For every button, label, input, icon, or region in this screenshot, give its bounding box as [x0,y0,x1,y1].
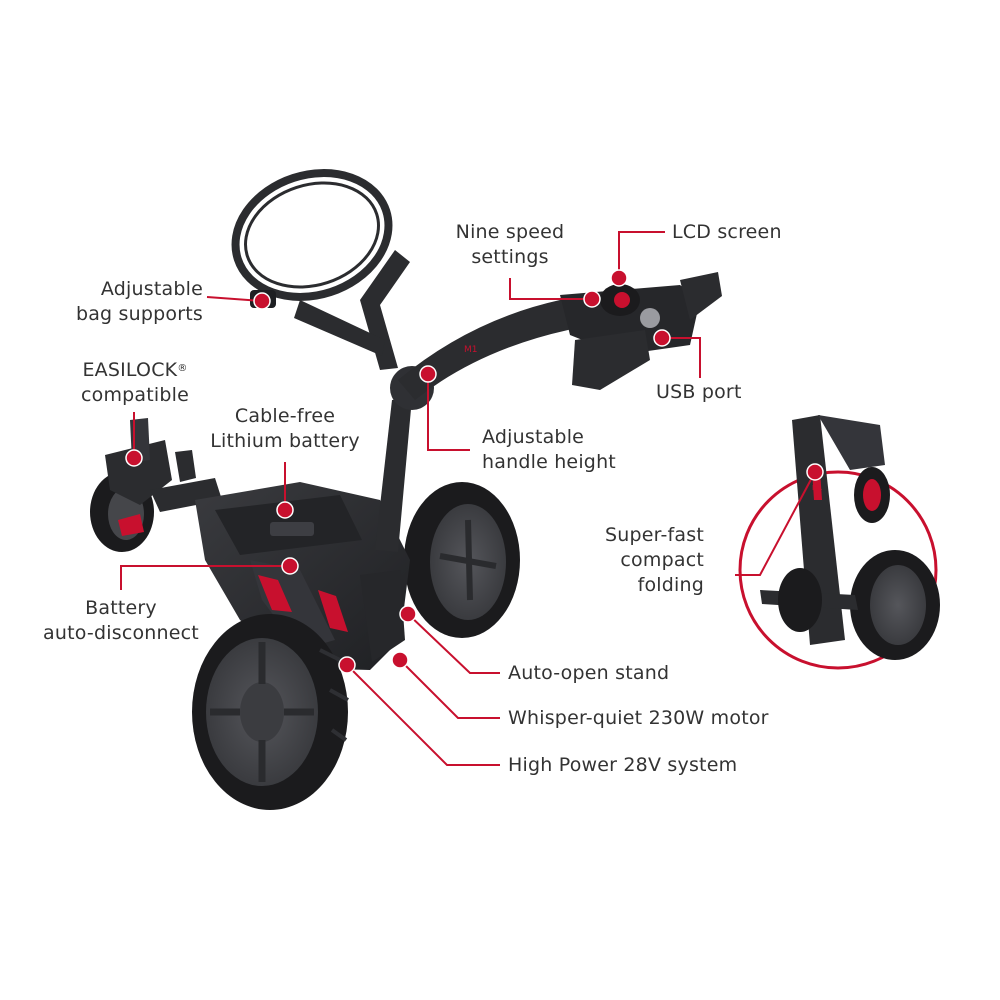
dot-power [338,656,356,674]
callout-auto-disconnect: Battery auto-disconnect [43,597,199,644]
dot-lcd [610,269,628,287]
leader-usb [662,337,701,378]
frame-mark-main: M1 [464,345,478,355]
callout-bag-supports: Adjustable bag supports [75,278,203,325]
stem [375,398,412,552]
dot-folding [806,463,824,481]
leader-bag-supports [206,296,263,302]
main-trolley: M1 [90,169,722,810]
leader-speed [509,278,592,300]
leader-auto-disconnect [120,565,290,590]
callout-speed: Nine speed settings [455,221,565,268]
dot-auto-disconnect [281,557,299,575]
folded-trolley-inset: M1 [738,415,940,670]
front-caddy [90,418,222,552]
callout-folding: Super-fast compact folding [605,524,704,596]
rear-right-wheel [404,482,520,638]
callout-battery: Cable-free Lithium battery [210,405,360,452]
callout-dots [125,269,824,674]
leader-lcd [618,231,665,278]
leader-folding [735,471,816,576]
callout-lcd: LCD screen [672,221,782,243]
callout-power: High Power 28V system [508,754,738,776]
leader-stand [407,613,500,674]
dot-handle-height [419,365,437,383]
dot-usb [653,329,671,347]
dot-easilock [125,449,143,467]
callout-handle-height: Adjustable handle height [482,426,616,473]
leader-handle-height [427,374,470,451]
leader-lines [120,231,816,766]
dot-stand [399,605,417,623]
callout-stand: Auto-open stand [508,662,670,684]
dot-battery [276,501,294,519]
dot-speed [583,290,601,308]
dot-motor [391,651,409,669]
callout-usb: USB port [656,381,742,403]
front-left-wheel [192,614,349,810]
leader-motor [399,659,500,719]
bag-support [231,169,410,370]
callout-easilock: EASILOCK® compatible [80,359,190,406]
callout-motor: Whisper-quiet 230W motor [508,707,769,729]
leader-power [346,664,500,766]
dot-bag-supports [253,292,271,310]
frame-mark-inset: M1 [812,484,823,492]
